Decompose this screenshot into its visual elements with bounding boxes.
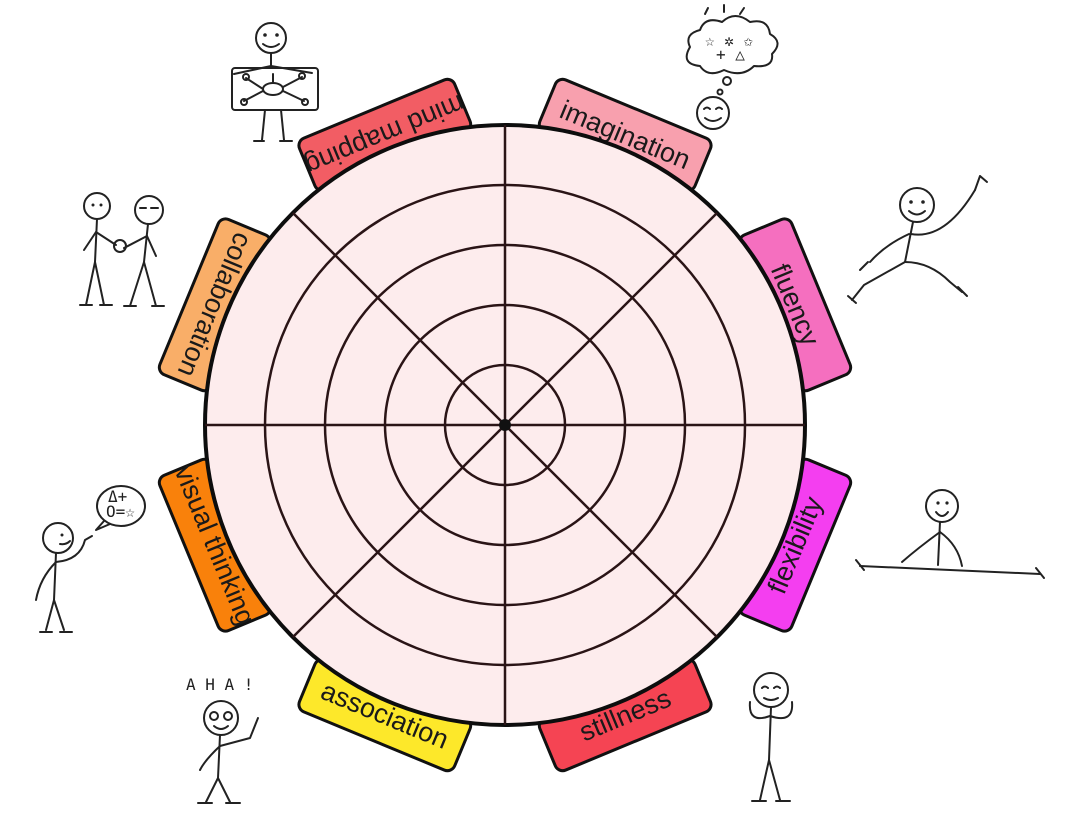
svg-text:+ △: + △ bbox=[716, 45, 745, 64]
wheel-spoke bbox=[504, 424, 718, 638]
imagination-thought-icon: ☆ ✲ ✩ + △ bbox=[685, 4, 779, 130]
svg-text:☆ ✲ ✩: ☆ ✲ ✩ bbox=[705, 31, 754, 50]
fluency-running-person-icon bbox=[847, 175, 988, 304]
svg-text:Δ+: Δ+ bbox=[108, 487, 127, 506]
flexibility-splits-person-icon bbox=[855, 489, 1045, 579]
wheel-spoke bbox=[504, 212, 718, 426]
visual-thinking-person-icon: Δ+ O=☆ bbox=[35, 485, 146, 633]
aha-text: A H A ! bbox=[186, 675, 253, 694]
association-aha-person-icon: A H A ! bbox=[186, 675, 259, 804]
svg-text:O=☆: O=☆ bbox=[106, 502, 135, 521]
stillness-calm-person-icon bbox=[748, 672, 794, 802]
wheel-spoke bbox=[292, 212, 506, 426]
wheel bbox=[203, 123, 807, 727]
wheel-spoke bbox=[292, 424, 506, 638]
wheel-center-dot bbox=[499, 419, 511, 431]
mind-map-person-icon bbox=[231, 22, 319, 142]
collaboration-people-icon bbox=[79, 192, 165, 307]
